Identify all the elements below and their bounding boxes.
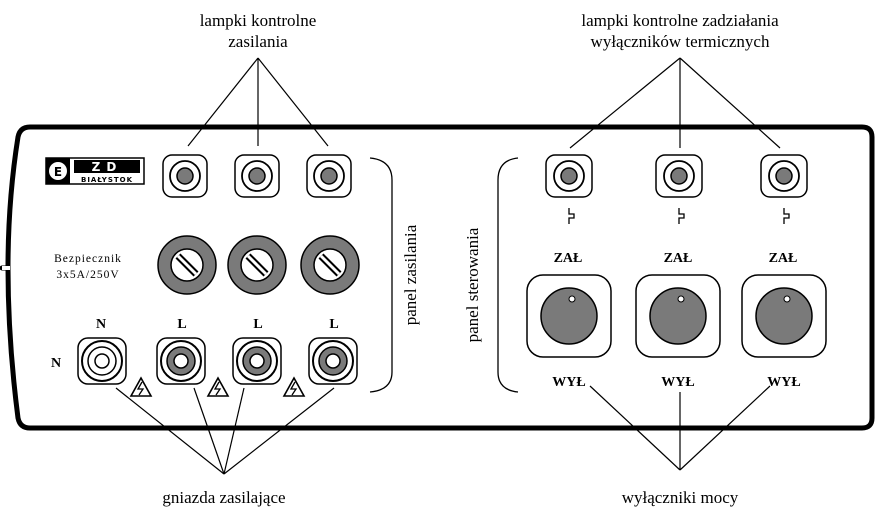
warning-icon [129,376,153,397]
housing-outline [0,124,875,431]
manufacturer-logo: E ZD BIAŁYSTOK [45,157,145,185]
bottom-leader-lines [115,385,771,475]
breakers [526,274,827,358]
logo-city: BIAŁYSTOK [81,176,133,184]
socket-label-n: N [96,317,106,332]
socket-label-l3: L [329,317,338,332]
sockets-label: gniazda zasilające [162,488,285,507]
power-lamp-2 [234,154,280,198]
socket-l2[interactable] [232,337,282,385]
breaker-off-label-2: WYŁ [661,375,694,390]
thermal-symbols [568,208,790,224]
fuse-3[interactable] [300,235,360,295]
control-panel-label: panel sterowania [463,227,482,342]
thermal-lamps-label-line1: lampki kontrolne zadziałania [581,11,779,30]
socket-side-label-n: N [51,356,61,371]
power-lamp-1 [162,154,208,198]
power-lamp-3 [306,154,352,198]
warning-icon [206,376,230,397]
power-lamps [162,154,352,198]
power-lamps-label-line1: lampki kontrolne [200,11,317,30]
breaker-on-label-2: ZAŁ [664,251,693,266]
breaker-3[interactable] [741,274,827,358]
socket-n[interactable] [77,337,127,385]
control-panel-bracket [497,157,519,393]
breaker-on-label-3: ZAŁ [769,251,798,266]
power-lamps-label-line2: zasilania [228,32,288,51]
fuse-label-line2: 3x5A/250V [56,269,119,281]
thermal-switch-icon [568,208,575,224]
breakers-label: wyłączniki mocy [622,488,739,507]
warning-icons [129,376,306,397]
thermal-switch-icon [678,208,685,224]
fuse-1[interactable] [157,235,217,295]
fuses [157,235,360,295]
svg-text:E: E [54,165,62,179]
sockets [77,337,358,385]
breaker-1[interactable] [526,274,612,358]
socket-label-l2: L [253,317,262,332]
thermal-lamps [545,154,808,198]
breaker-2[interactable] [635,274,721,358]
power-panel-label: panel zasilania [401,224,420,325]
breaker-on-label-1: ZAŁ [554,251,583,266]
warning-icon [282,376,306,397]
breaker-off-label-1: WYŁ [552,375,585,390]
thermal-switch-icon [783,208,790,224]
power-panel-bracket [369,157,393,393]
fuse-label-line1: Bezpiecznik [54,253,122,265]
thermal-lamp-1 [545,154,593,198]
top-leader-lines [187,57,781,149]
breaker-off-label-3: WYŁ [767,375,800,390]
logo-mark: ZD [92,160,123,174]
socket-l3[interactable] [308,337,358,385]
fuse-2[interactable] [227,235,287,295]
socket-l1[interactable] [156,337,206,385]
thermal-lamp-2 [655,154,703,198]
thermal-lamp-3 [760,154,808,198]
socket-label-l1: L [177,317,186,332]
thermal-lamps-label-line2: wyłączników termicznych [591,32,770,51]
